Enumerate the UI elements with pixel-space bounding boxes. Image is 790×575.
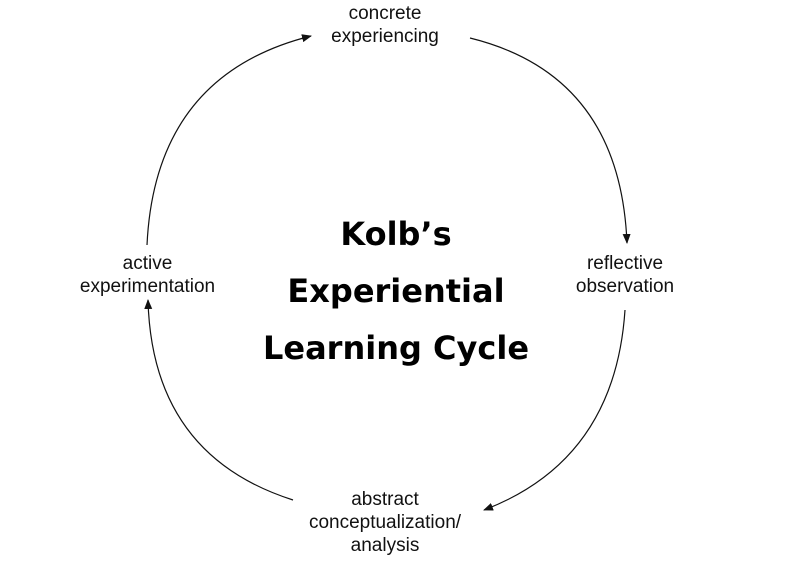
title-line-1: Kolb’s [340, 215, 452, 253]
node-reflective-line-2: observation [575, 276, 675, 297]
node-active-experimentation: active experimentation [50, 252, 245, 298]
node-concrete-line-2: experiencing [331, 26, 439, 47]
node-abstract-line-2: conceptualization/ [308, 512, 462, 533]
node-active-line-1: active [122, 253, 173, 274]
diagram-title: Kolb’s Experiential Learning Cycle [240, 206, 552, 377]
node-reflective-line-1: reflective [586, 253, 664, 274]
arrow-reflective-to-abstract [483, 309, 626, 511]
node-active-line-2: experimentation [79, 276, 216, 297]
node-abstract-line-3: analysis [350, 535, 420, 556]
title-line-3: Learning Cycle [262, 329, 530, 367]
arrow-active-to-concrete [146, 34, 312, 246]
node-concrete-line-1: concrete [348, 3, 422, 24]
node-abstract-line-1: abstract [351, 489, 419, 510]
arrow-concrete-to-reflective [469, 37, 631, 244]
arrow-abstract-to-active [144, 299, 294, 501]
node-concrete-experiencing: concrete experiencing [300, 2, 470, 48]
node-abstract-conceptualization: abstract conceptualization/ analysis [275, 488, 495, 557]
title-line-2: Experiential [287, 272, 505, 310]
node-reflective-observation: reflective observation [555, 252, 695, 298]
